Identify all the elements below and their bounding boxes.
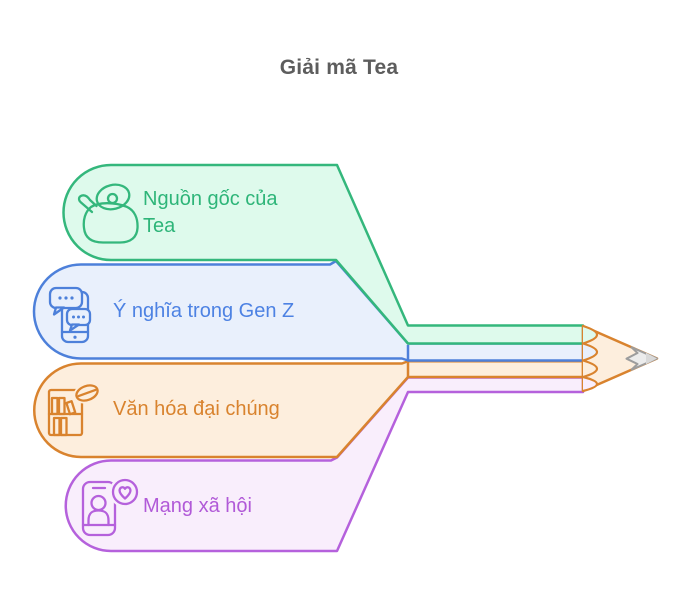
- chat-phone-icon: [48, 286, 92, 344]
- phone-heart-icon: [81, 476, 141, 537]
- topic-label-tea-origin: Nguồn gốc của Tea: [143, 188, 278, 237]
- wood-scallop-green: [582, 324, 599, 345]
- topic-shape-pop-culture: [33, 360, 585, 459]
- topic-label-genz-meaning: Ý nghĩa trong Gen Z: [113, 300, 295, 322]
- page-title: Giải mã Tea: [279, 56, 399, 79]
- pencil-graphite-point: [646, 352, 657, 365]
- topic-shape-tea-origin: [62, 163, 585, 345]
- teapot-icon: [77, 183, 139, 244]
- wood-scallop-orange: [582, 359, 599, 379]
- topic-label-pop-culture: Văn hóa đại chúng: [113, 398, 280, 420]
- wood-scallop-purple: [582, 375, 599, 393]
- bookshelf-icon: [47, 382, 101, 437]
- topic-shape-genz-meaning: [32, 259, 585, 362]
- topic-shape-social-media: [64, 376, 585, 553]
- wood-scallop-blue: [582, 342, 599, 362]
- topic-label-social-media: Mạng xã hội: [143, 495, 252, 517]
